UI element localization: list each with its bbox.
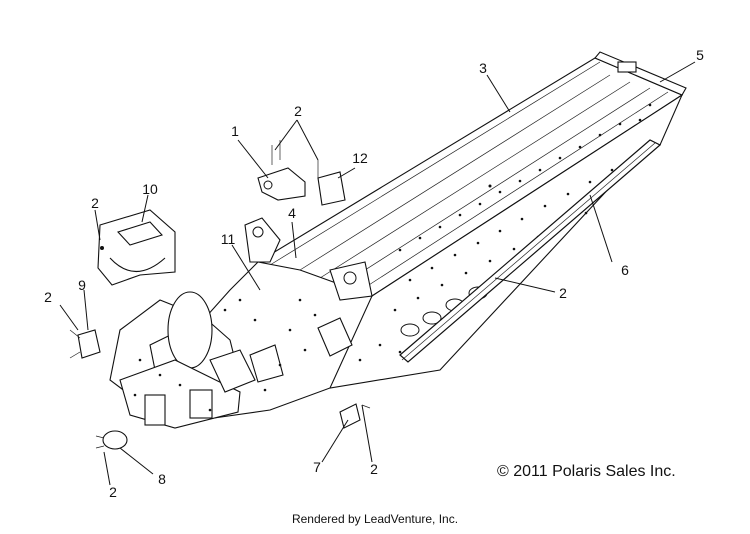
copyright-notice: © 2011 Polaris Sales Inc.	[497, 463, 676, 480]
part-12-plate	[317, 171, 346, 206]
callout-11: 11	[221, 231, 236, 247]
chassis-tunnel	[109, 51, 687, 429]
callout-2: 2	[294, 103, 302, 119]
side-rail	[399, 139, 662, 363]
part-10-bracket	[97, 209, 176, 286]
callout-10: 10	[142, 181, 158, 197]
callout-4: 4	[288, 205, 296, 221]
side-rail-edge	[401, 142, 656, 361]
callout-2: 2	[109, 484, 117, 500]
callout-3: 3	[479, 60, 487, 76]
callout-5: 5	[696, 47, 704, 63]
part-7-fastener	[361, 404, 371, 409]
callout-12: 12	[352, 150, 368, 166]
callout-2: 2	[370, 461, 378, 477]
part-1-bracket	[257, 140, 319, 201]
part-7-plate	[339, 403, 361, 429]
part-9-clip	[69, 329, 101, 359]
callout-2: 2	[91, 195, 99, 211]
rendered-by-footer: Rendered by LeadVenture, Inc.	[291, 512, 459, 526]
leader-lines	[59, 61, 696, 486]
callout-6: 6	[621, 262, 629, 278]
callout-2: 2	[559, 285, 567, 301]
callout-7: 7	[313, 459, 321, 475]
callout-9: 9	[78, 277, 86, 293]
callout-8: 8	[158, 471, 166, 487]
callout-2: 2	[44, 289, 52, 305]
part-8-cap	[95, 430, 128, 450]
rivet-pattern	[133, 103, 652, 412]
callout-1: 1	[231, 123, 239, 139]
callout-labels: 1 2 3 4 5 6 2 7 2 8 2 9 2 10 2 11 12	[44, 47, 704, 500]
